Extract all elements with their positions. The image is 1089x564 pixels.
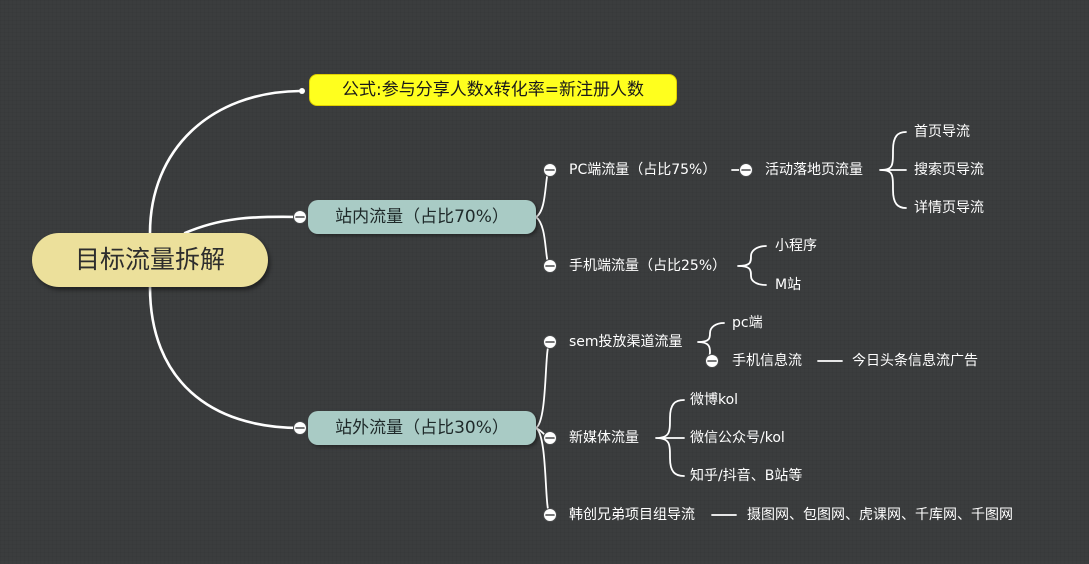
connector-internal-mobile bbox=[535, 216, 551, 267]
topic-mini-program[interactable]: 小程序 bbox=[775, 238, 817, 254]
topic-new-media-traffic[interactable]: 新媒体流量 bbox=[569, 430, 639, 446]
topic-landing-page-traffic[interactable]: 活动落地页流量 bbox=[765, 162, 863, 178]
brace-media-children bbox=[655, 399, 685, 477]
topic-mobile-traffic[interactable]: 手机端流量（占比25%） bbox=[569, 258, 727, 274]
connector-external-sem bbox=[535, 341, 551, 429]
branch-internal-traffic[interactable]: 站内流量（占比70%） bbox=[308, 200, 536, 234]
topic-search-page-referral[interactable]: 搜索页导流 bbox=[914, 162, 984, 178]
topic-toutiao-feed-ads[interactable]: 今日头条信息流广告 bbox=[852, 353, 978, 369]
topic-pc-traffic[interactable]: PC端流量（占比75%） bbox=[569, 162, 717, 178]
anchor-dot bbox=[299, 88, 305, 94]
topic-zhihu-douyin-bilibili[interactable]: 知乎/抖音、B站等 bbox=[690, 468, 803, 484]
connector-root-formula bbox=[148, 89, 302, 235]
brace-landing-pages bbox=[879, 131, 907, 209]
connector-internal-pc bbox=[535, 169, 551, 218]
topic-wechat-kol[interactable]: 微信公众号/kol bbox=[690, 430, 785, 446]
topic-sem-pc[interactable]: pc端 bbox=[732, 315, 763, 331]
topic-m-site[interactable]: M站 bbox=[775, 277, 802, 293]
collapse-markers bbox=[293, 88, 753, 522]
branch-external-traffic[interactable]: 站外流量（占比30%） bbox=[308, 411, 536, 445]
connector-root-external bbox=[148, 285, 302, 430]
topic-detail-page-referral[interactable]: 详情页导流 bbox=[914, 200, 984, 216]
topic-sister-sites[interactable]: 摄图网、包图网、虎课网、千库网、千图网 bbox=[747, 507, 1013, 523]
topic-sister-projects-referral[interactable]: 韩创兄弟项目组导流 bbox=[569, 507, 695, 523]
central-topic[interactable]: 目标流量拆解 bbox=[32, 233, 268, 287]
connector-root-internal bbox=[183, 215, 302, 235]
topic-weibo-kol[interactable]: 微博kol bbox=[690, 392, 739, 408]
topic-sem-traffic[interactable]: sem投放渠道流量 bbox=[569, 334, 683, 350]
topic-mobile-feed[interactable]: 手机信息流 bbox=[732, 353, 802, 369]
brace-mobile-children bbox=[737, 245, 767, 286]
formula-topic[interactable]: 公式:参与分享人数x转化率=新注册人数 bbox=[309, 74, 677, 106]
topic-homepage-referral[interactable]: 首页导流 bbox=[914, 124, 970, 140]
